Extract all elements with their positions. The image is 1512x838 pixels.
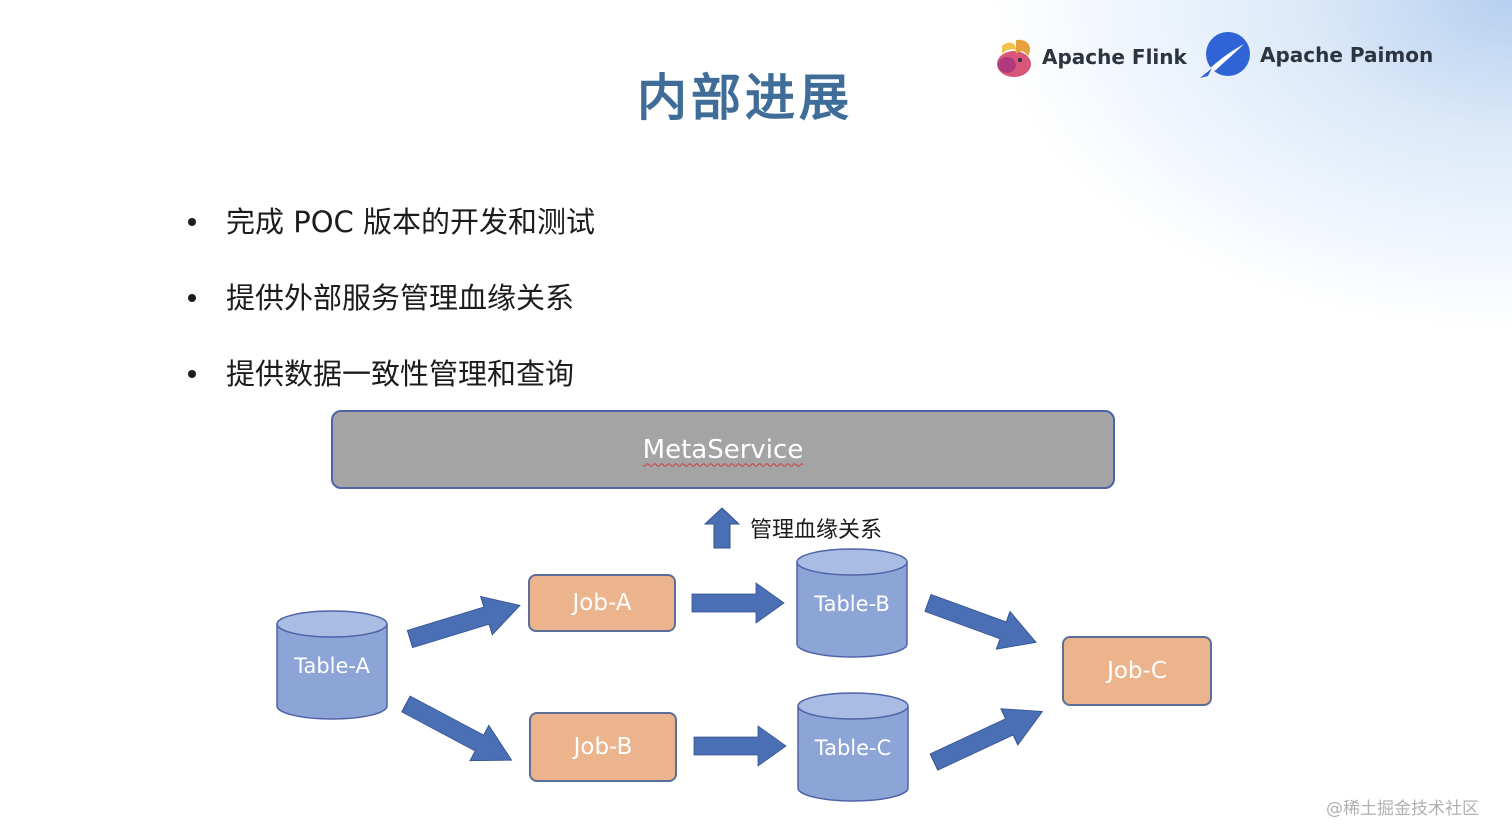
metaservice-box: MetaService bbox=[331, 410, 1115, 489]
flink-logo-text: Apache Flink bbox=[1042, 45, 1187, 69]
table-c-cylinder: Table-C bbox=[797, 692, 909, 802]
arrow-table-a-to-job-b bbox=[395, 685, 522, 779]
arrow-table-c-to-job-c bbox=[924, 692, 1052, 781]
page-title: 内部进展 bbox=[637, 69, 853, 127]
list-item: 完成 POC 版本的开发和测试 bbox=[186, 198, 595, 274]
flink-logo: Apache Flink bbox=[990, 34, 1187, 80]
arrow-job-b-to-table-c bbox=[693, 725, 787, 767]
paimon-swallow-icon bbox=[1200, 32, 1250, 78]
bullet-dot bbox=[188, 370, 196, 378]
lineage-label: 管理血缘关系 bbox=[750, 518, 883, 543]
list-item: 提供外部服务管理血缘关系 bbox=[186, 274, 595, 350]
bullet-dot bbox=[188, 218, 196, 226]
up-arrow bbox=[703, 507, 741, 549]
flink-squirrel-icon bbox=[997, 39, 1031, 77]
metaservice-label: MetaService bbox=[642, 434, 804, 465]
progress-list: 完成 POC 版本的开发和测试 提供外部服务管理血缘关系 提供数据一致性管理和查… bbox=[186, 198, 595, 426]
table-a-cylinder: Table-A bbox=[276, 610, 388, 720]
bullet-dot bbox=[188, 294, 196, 302]
job-c-box: Job-C bbox=[1062, 636, 1212, 706]
paimon-logo-text: Apache Paimon bbox=[1260, 43, 1434, 67]
watermark: @稀土掘金技术社区 bbox=[1326, 799, 1479, 819]
table-b-cylinder: Table-B bbox=[796, 548, 908, 658]
cylinder-shape bbox=[276, 610, 388, 720]
arrow-table-a-to-job-a bbox=[403, 585, 527, 659]
paimon-logo: Apache Paimon bbox=[1198, 30, 1433, 80]
cylinder-shape bbox=[797, 692, 909, 802]
table-c-label: Table-C bbox=[814, 736, 892, 760]
cylinder-shape bbox=[796, 548, 908, 658]
job-b-box: Job-B bbox=[529, 712, 677, 782]
table-a-label: Table-A bbox=[294, 654, 370, 678]
job-a-box: Job-A bbox=[528, 574, 676, 632]
arrow-table-b-to-job-c bbox=[920, 583, 1044, 662]
list-item: 提供数据一致性管理和查询 bbox=[186, 350, 595, 426]
arrow-job-a-to-table-b bbox=[691, 582, 785, 624]
table-b-label: Table-B bbox=[814, 592, 890, 616]
